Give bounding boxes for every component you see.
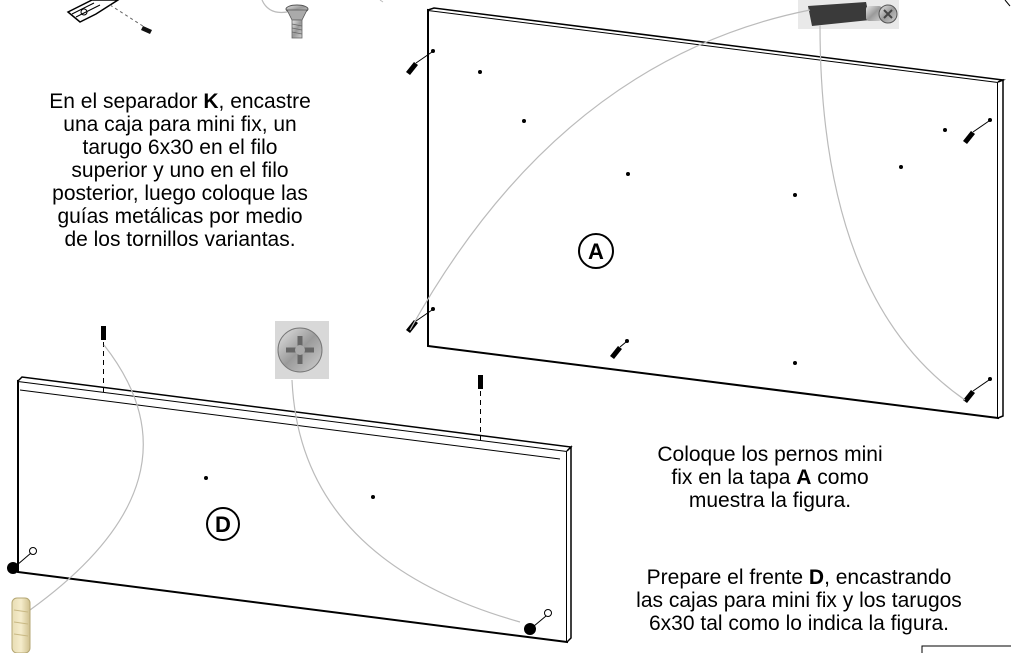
caption-bold-ref: A: [796, 466, 812, 489]
caption-line: de los tornillos variantas.: [10, 228, 350, 251]
screw-icon: [261, 0, 309, 39]
caption-line: 6x30 tal como lo indica la figura.: [594, 612, 1004, 635]
caption-line: guías metálicas por medio: [10, 205, 350, 228]
caption-text: posterior, luego coloque las: [52, 182, 308, 205]
panel-a-label: A: [588, 239, 604, 264]
caption-text: 6x30 tal como lo indica la figura.: [649, 612, 949, 635]
caption-line: Coloque los pernos mini: [610, 443, 930, 466]
metal-guide-icon: [66, 0, 147, 29]
caption-text: , encastrando: [824, 566, 952, 589]
caption-line: Prepare el frente D, encastrando: [594, 566, 1004, 589]
caption-bold-ref: D: [808, 566, 825, 589]
caption-line: muestra la figura.: [610, 489, 930, 512]
caption-text: una caja para mini fix, un: [63, 113, 297, 136]
caption-line: posterior, luego coloque las: [10, 182, 350, 205]
caption-text: fix en la tapa: [671, 466, 797, 489]
small-screw-icon: [141, 26, 152, 34]
panel-a-marker: [578, 233, 614, 269]
caption-bold-ref: K: [203, 90, 219, 113]
dowel-markers: [101, 326, 483, 440]
panel-d: D: [7, 326, 573, 644]
panel-a: A: [379, 0, 1011, 420]
caption-line: las cajas para mini fix y los tarugos: [594, 589, 1004, 612]
caption-text: las cajas para mini fix y los tarugos: [636, 589, 962, 612]
cam-lock-markers: [7, 547, 552, 635]
panel-d-marker: [206, 507, 240, 541]
caption-line: tarugo 6x30 en el filo: [10, 136, 350, 159]
caption-line: superior y uno en el filo: [10, 159, 350, 182]
minifix-bolt-icon: [798, 0, 899, 29]
caption-line: fix en la tapa A como: [610, 466, 930, 489]
caption-text: como: [811, 466, 869, 489]
frame-corner: [921, 645, 1011, 653]
panel-d-label: D: [215, 512, 231, 537]
caption-text: superior y uno en el filo: [71, 159, 289, 182]
caption-text: Prepare el frente: [646, 566, 809, 589]
caption-text: muestra la figura.: [688, 489, 852, 512]
caption-line: En el separador K, encastre: [10, 90, 350, 113]
dowel-icon: [11, 597, 31, 653]
caption-text: Coloque los pernos mini: [657, 443, 883, 466]
caption-text: de los tornillos variantas.: [64, 228, 296, 251]
cam-lock-icon: [275, 321, 329, 379]
caption-text: , encastre: [218, 90, 311, 113]
panel-a-bolts: [406, 62, 975, 403]
caption-line: una caja para mini fix, un: [10, 113, 350, 136]
caption-text: En el separador: [49, 90, 204, 113]
caption-text: guías metálicas por medio: [57, 205, 303, 228]
caption-text: tarugo 6x30 en el filo: [82, 136, 278, 159]
